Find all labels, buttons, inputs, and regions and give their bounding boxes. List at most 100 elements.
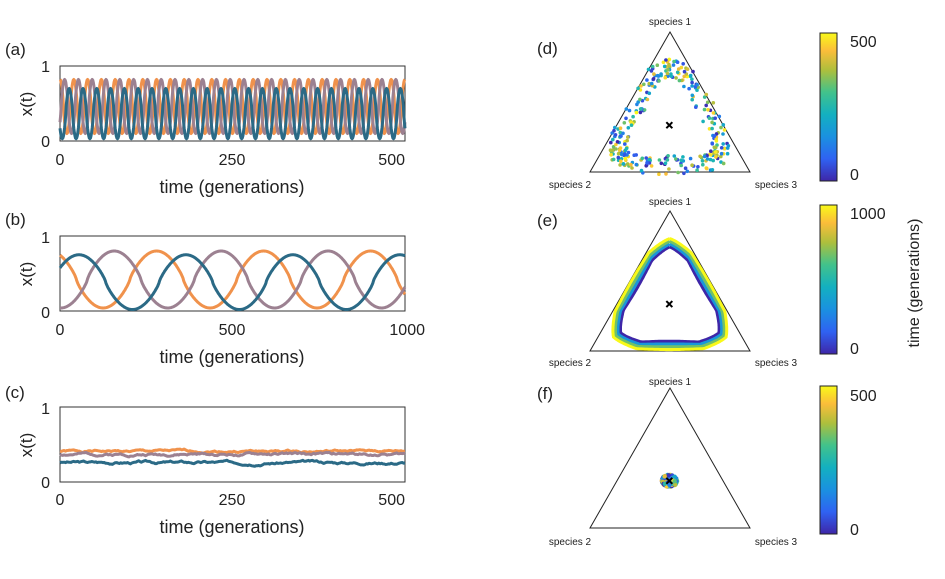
x-tick-label: 1000 bbox=[389, 322, 425, 339]
colorbar bbox=[819, 32, 838, 182]
trajectory-point bbox=[690, 84, 694, 88]
center-marker bbox=[665, 477, 674, 485]
trajectory-point bbox=[627, 108, 632, 113]
trajectory-point bbox=[634, 162, 639, 167]
trajectory-point bbox=[683, 166, 688, 170]
trajectory-point bbox=[710, 120, 714, 125]
trajectory-point bbox=[666, 68, 670, 72]
vertex-label-right: species 3 bbox=[755, 180, 798, 191]
series-line bbox=[59, 450, 406, 459]
y-axis-label: x(t) bbox=[17, 433, 36, 458]
trajectory-point bbox=[676, 67, 681, 71]
panel-label-e: (e) bbox=[537, 211, 558, 230]
x-tick-label: 0 bbox=[56, 322, 65, 339]
trajectory-point bbox=[662, 481, 667, 487]
trajectory-layer bbox=[659, 472, 680, 489]
trajectory-point bbox=[710, 142, 715, 146]
trajectory-point bbox=[695, 82, 699, 87]
x-axis-label: time (generations) bbox=[159, 517, 304, 537]
colorbar-tick-label: 500 bbox=[850, 388, 877, 405]
trajectory-loop bbox=[613, 239, 726, 349]
trajectory-point bbox=[672, 154, 677, 158]
colorbar-tick-label: 0 bbox=[850, 522, 859, 539]
trajectory-point bbox=[621, 162, 626, 166]
x-axis-label: time (generations) bbox=[159, 347, 304, 367]
time-series-panel-a: x(t) 1 0 0 250 500 time (generations) bbox=[17, 59, 407, 197]
trajectory-point bbox=[624, 107, 629, 111]
trajectory-point bbox=[698, 154, 702, 159]
trajectory-point bbox=[690, 77, 694, 81]
trajectory-point bbox=[636, 100, 640, 104]
trajectory-point bbox=[625, 138, 629, 143]
trajectory-point bbox=[696, 165, 700, 169]
trajectory-point bbox=[682, 69, 687, 74]
trajectory-point bbox=[644, 164, 648, 168]
trajectory-point bbox=[652, 72, 656, 76]
vertex-label-top: species 1 bbox=[649, 197, 692, 208]
trajectory-point bbox=[644, 156, 648, 160]
colorbar-tick-label: 0 bbox=[850, 167, 859, 184]
colorbar-tick-label: 0 bbox=[850, 341, 859, 358]
trajectory-point bbox=[642, 82, 646, 87]
center-marker bbox=[665, 300, 674, 308]
x-tick-label: 0 bbox=[56, 492, 65, 509]
trajectory-point bbox=[655, 73, 660, 78]
trajectory-point bbox=[632, 153, 636, 157]
trajectory-point bbox=[649, 164, 654, 168]
x-tick-label: 0 bbox=[56, 152, 65, 169]
trajectory-point bbox=[719, 146, 724, 150]
series-line bbox=[58, 253, 406, 311]
trajectory-point bbox=[690, 80, 694, 85]
ternary-panel-f: species 1 species 2 species 3 500 0 bbox=[549, 377, 877, 548]
plot-area bbox=[59, 406, 406, 483]
colorbar bbox=[819, 204, 838, 355]
trajectory-point bbox=[622, 121, 627, 125]
trajectory-point bbox=[657, 158, 662, 162]
trajectory-point bbox=[704, 92, 709, 97]
trajectory-point bbox=[725, 151, 730, 156]
trajectory-point bbox=[674, 157, 678, 161]
trajectory-point bbox=[726, 144, 731, 148]
trajectory-point bbox=[626, 135, 630, 139]
trajectory-point bbox=[663, 75, 668, 80]
trajectory-point bbox=[630, 166, 634, 170]
trajectory-point bbox=[650, 64, 655, 69]
trajectory-point bbox=[642, 108, 647, 112]
trajectory-point bbox=[667, 62, 671, 67]
trajectory-layer bbox=[611, 237, 729, 352]
trajectory-point bbox=[676, 170, 680, 175]
ternary-panel-e: species 1 species 2 species 3 1000 0 tim… bbox=[549, 197, 923, 369]
trajectory-point bbox=[719, 125, 723, 130]
trajectory-point bbox=[619, 134, 623, 138]
trajectory-point bbox=[705, 166, 709, 171]
trajectory-point bbox=[614, 147, 618, 151]
trajectory-loop bbox=[619, 245, 721, 344]
center-marker bbox=[665, 121, 674, 129]
trajectory-point bbox=[687, 86, 691, 91]
trajectory-point bbox=[662, 64, 667, 69]
trajectory-point bbox=[682, 74, 686, 79]
trajectory-point bbox=[711, 158, 715, 163]
trajectory-point bbox=[705, 100, 710, 105]
trajectory-point bbox=[618, 130, 623, 135]
trajectory-point bbox=[719, 154, 723, 159]
colorbar-tick-label: 1000 bbox=[850, 206, 886, 223]
trajectory-point bbox=[647, 157, 652, 162]
trajectory-point bbox=[613, 125, 617, 130]
trajectory-point bbox=[713, 116, 717, 120]
series-line bbox=[59, 249, 407, 310]
trajectory-point bbox=[694, 105, 698, 109]
trajectory-point bbox=[679, 163, 683, 168]
trajectory-point bbox=[685, 169, 690, 174]
trajectory-point bbox=[672, 59, 676, 64]
trajectory-point bbox=[682, 171, 686, 176]
trajectory-point bbox=[666, 473, 671, 478]
trajectory-point bbox=[690, 93, 695, 98]
trajectory-point bbox=[611, 145, 616, 149]
trajectory-point bbox=[645, 161, 649, 165]
y-axis-label: x(t) bbox=[17, 262, 36, 287]
trajectory-point bbox=[675, 60, 680, 64]
series-line bbox=[59, 458, 406, 468]
trajectory-point bbox=[677, 78, 682, 83]
